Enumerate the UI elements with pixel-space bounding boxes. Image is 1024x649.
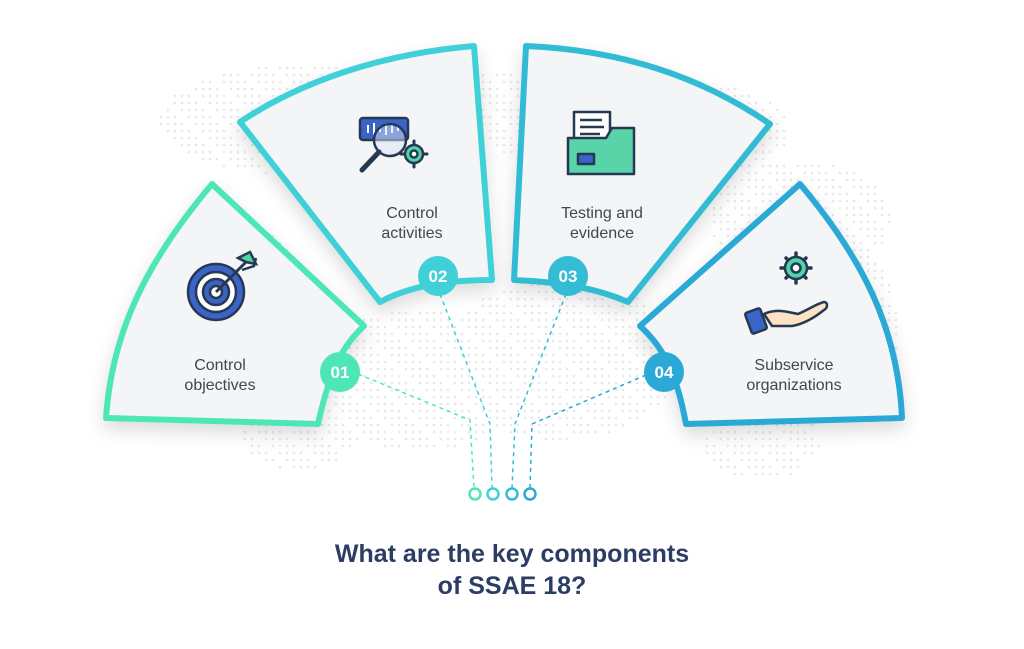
number-text-03: 03 (559, 267, 578, 286)
label-line2: objectives (184, 377, 256, 394)
connector-line-02 (439, 293, 493, 489)
title-line1: What are the key components (334, 540, 690, 568)
number-badge-02: 02 (418, 256, 458, 296)
hand-gear-icon (744, 251, 829, 335)
connector-line-01 (357, 373, 475, 489)
connector-line-03 (511, 293, 567, 489)
number-badge-03: 03 (548, 256, 588, 296)
number-badge-01: 01 (320, 352, 360, 392)
number-text-04: 04 (655, 363, 674, 382)
label-subservice-organizations: Subservice organizations (704, 356, 884, 396)
number-text-02: 02 (429, 267, 448, 286)
card-control-activities[interactable] (237, 43, 495, 305)
connector-line-04 (529, 374, 647, 489)
folder-document-icon (566, 110, 636, 176)
number-text-01: 01 (331, 363, 350, 382)
connector-lines (357, 293, 647, 489)
label-line2: evidence (569, 225, 635, 242)
title-line2: of SSAE 18? (437, 572, 587, 600)
label-control-activities: Control activities (322, 204, 502, 244)
label-line1: Testing and (561, 205, 643, 222)
target-icon (186, 250, 259, 322)
label-line2: organizations (746, 377, 842, 394)
connector-terminals (468, 487, 537, 501)
label-line2: activities (381, 225, 443, 242)
number-badge-04: 04 (644, 352, 684, 392)
magnifier-gear-icon (358, 116, 429, 173)
label-testing-and-evidence: Testing and evidence (512, 204, 692, 244)
label-control-objectives: Control objectives (130, 356, 310, 396)
label-line1: Control (386, 205, 438, 222)
page-title: What are the key components of SSAE 18? (212, 538, 812, 602)
label-line1: Control (194, 357, 246, 374)
label-line1: Subservice (754, 357, 834, 374)
